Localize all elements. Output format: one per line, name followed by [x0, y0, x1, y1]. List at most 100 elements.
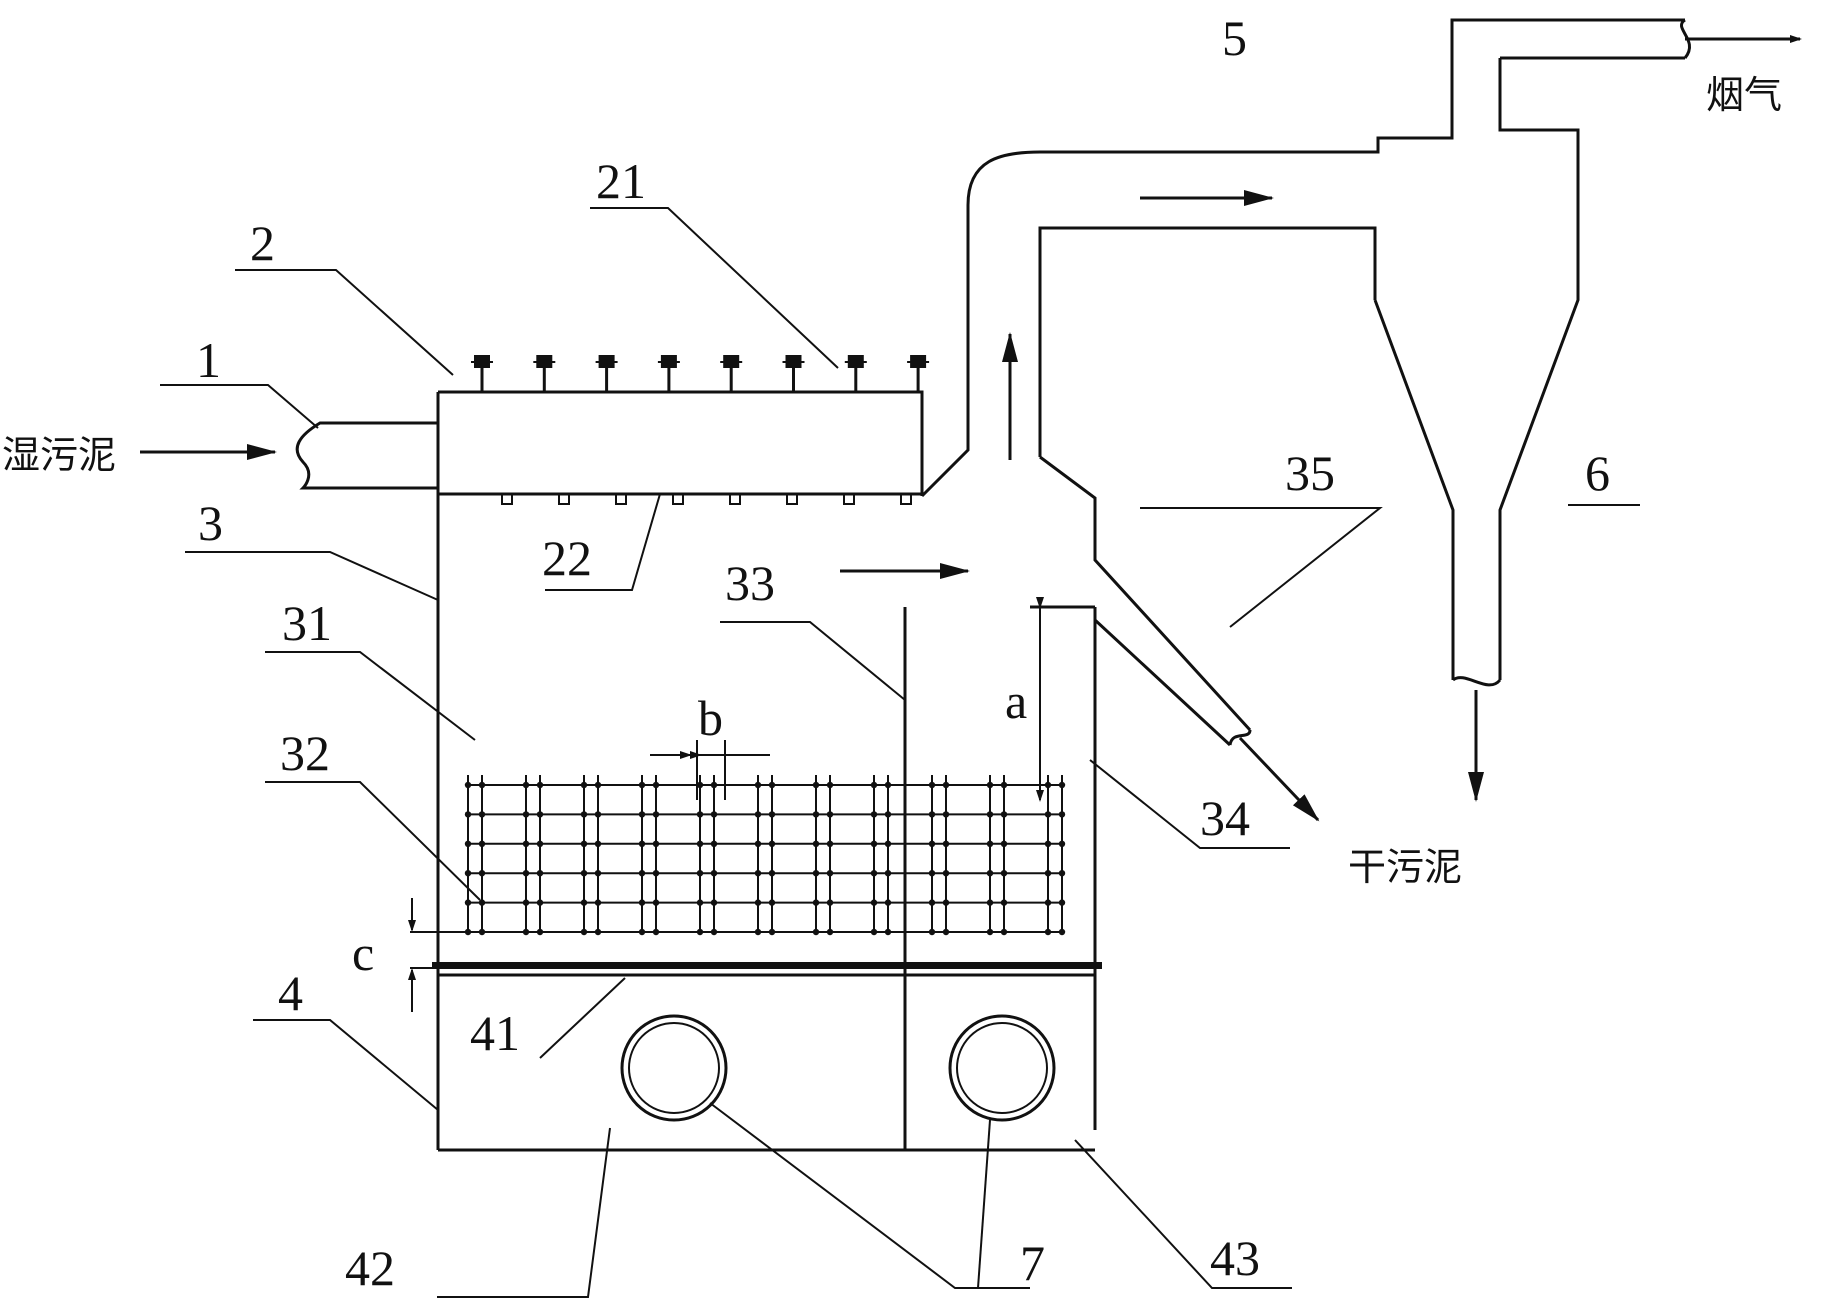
grid-node [754, 899, 762, 906]
grid-node [464, 899, 472, 906]
grid-node [594, 870, 602, 877]
grid-node [884, 840, 892, 847]
grid-node [986, 840, 994, 847]
grid-node [638, 899, 646, 906]
grid-node [652, 870, 660, 877]
grid-node [768, 811, 776, 818]
grid-node [536, 781, 544, 789]
grid-node [464, 781, 472, 789]
label-a: a [1005, 673, 1027, 729]
grid-node [536, 811, 544, 818]
slot [843, 494, 855, 505]
grid-node [942, 811, 950, 818]
nozzle [844, 355, 867, 392]
grid-node [1044, 811, 1052, 818]
grid-node [826, 870, 834, 877]
nozzle [907, 355, 930, 392]
gas-outlet-break [1680, 18, 1692, 59]
grid-node [652, 928, 660, 936]
label-34: 34 [1200, 790, 1250, 846]
label-c: c [352, 925, 374, 981]
grid-node [768, 899, 776, 906]
grid-node [754, 840, 762, 847]
riser-duct [920, 18, 1685, 747]
distributor-plate [432, 962, 1102, 969]
grid-node [522, 781, 530, 789]
grid-node [812, 840, 820, 847]
grid-node [1058, 840, 1066, 847]
grid-node [638, 811, 646, 818]
grid-node [696, 928, 704, 936]
grid-node [594, 899, 602, 906]
grid-node [638, 840, 646, 847]
grid-node [536, 899, 544, 906]
grid-node [580, 781, 588, 789]
grid-node [478, 811, 486, 818]
grid-node [1058, 870, 1066, 877]
grid-node [942, 840, 950, 847]
slot [558, 494, 570, 505]
wet-sludge-label: 湿污泥 [2, 433, 116, 477]
label-2: 2 [250, 215, 275, 271]
flue-gas-label: 烟气 [1706, 73, 1782, 117]
grid-node [928, 811, 936, 818]
grid-node [580, 840, 588, 847]
label-32: 32 [280, 725, 330, 781]
grid-node [638, 781, 646, 789]
dry-sludge-label: 干污泥 [1348, 845, 1462, 889]
grid-node [522, 928, 530, 936]
grid-node [710, 899, 718, 906]
grid-node [638, 870, 646, 877]
grid-node [710, 781, 718, 789]
grid-node [812, 811, 820, 818]
grid-node [768, 870, 776, 877]
grid-node [812, 781, 820, 789]
grid-node [594, 811, 602, 818]
slot [501, 494, 513, 505]
grid-node [1000, 840, 1008, 847]
grid-node [478, 899, 486, 906]
grid-node [812, 928, 820, 936]
label-b: b [698, 690, 723, 746]
nozzle [533, 355, 556, 392]
label-42: 42 [345, 1240, 395, 1296]
grid-node [478, 928, 486, 936]
grid-node [710, 870, 718, 877]
grid-node [478, 781, 486, 789]
grid-node [478, 840, 486, 847]
grid-node [884, 899, 892, 906]
grid-node [826, 899, 834, 906]
grid-node [594, 840, 602, 847]
grid-node [1044, 870, 1052, 877]
grid-node [928, 899, 936, 906]
grid-node [1058, 811, 1066, 818]
grid-node [536, 840, 544, 847]
grid-node [522, 870, 530, 877]
grid-node [768, 840, 776, 847]
distribution-header [438, 390, 924, 496]
grid-node [870, 840, 878, 847]
slot [729, 494, 741, 505]
grid-node [478, 870, 486, 877]
grid-node [986, 781, 994, 789]
grid-node [884, 811, 892, 818]
label-35: 35 [1285, 445, 1335, 501]
grid-node [812, 870, 820, 877]
grid-node [464, 870, 472, 877]
dry-sludge-arrow [1238, 736, 1320, 822]
grid-node [1000, 781, 1008, 789]
grid-node [696, 899, 704, 906]
cyclone-bottom-break [1452, 676, 1502, 687]
nozzle [595, 355, 618, 392]
nozzle [782, 355, 805, 392]
grid-node [942, 928, 950, 936]
grid-node [928, 840, 936, 847]
grid-node [812, 899, 820, 906]
label-22: 22 [542, 530, 592, 586]
grid-node [710, 928, 718, 936]
dimension-c [408, 898, 475, 1012]
grid-node [580, 899, 588, 906]
grid-node [768, 928, 776, 936]
label-33: 33 [725, 555, 775, 611]
grid-node [986, 811, 994, 818]
